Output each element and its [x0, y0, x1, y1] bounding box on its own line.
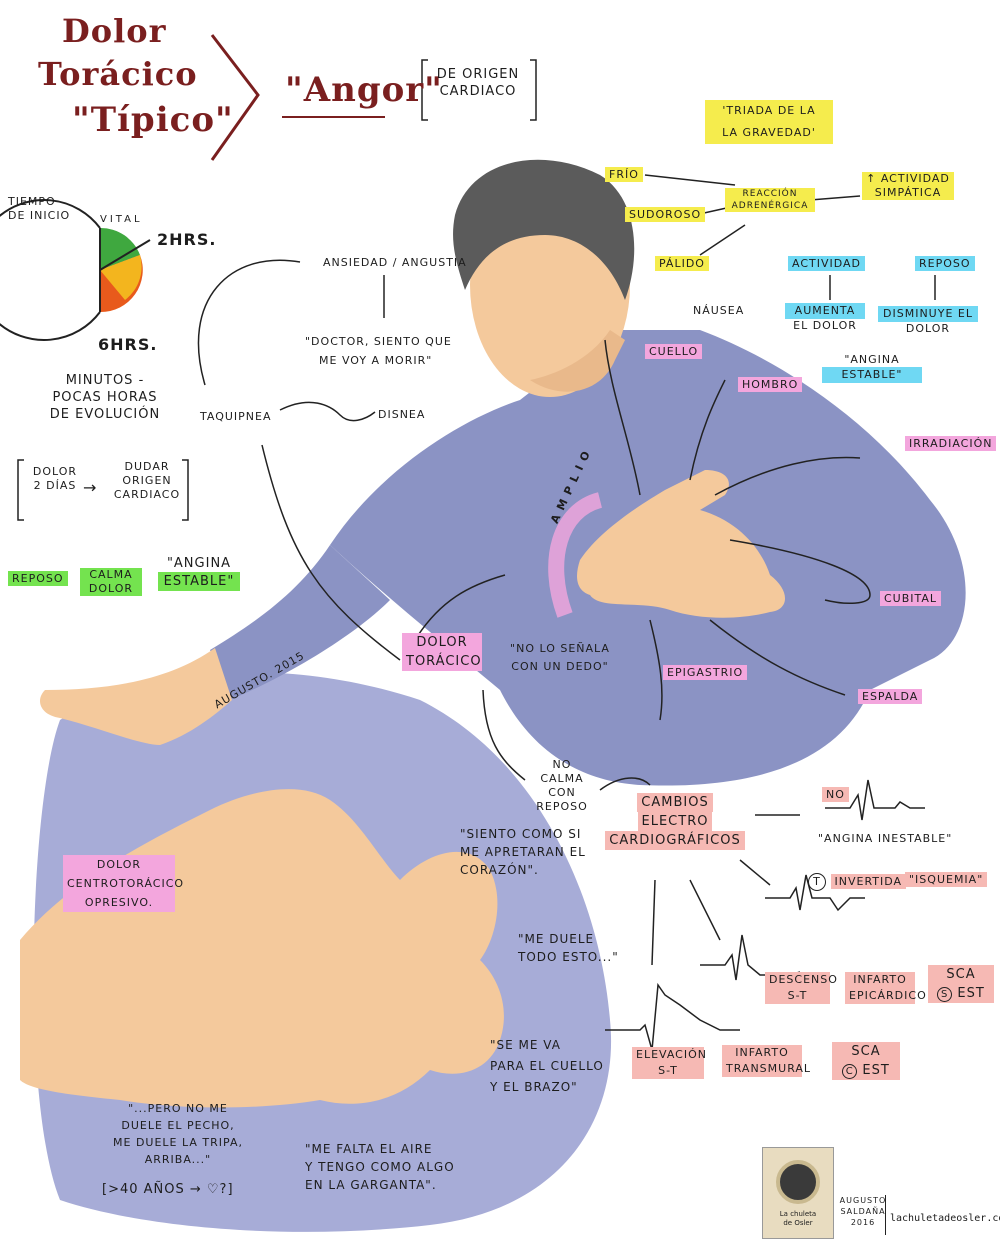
origin-bracket-left — [421, 59, 428, 121]
sca-sest: SCA S EST — [928, 965, 994, 1003]
title-line2: Torácico — [38, 55, 198, 93]
aumenta-dolor: Aumentael dolor — [785, 303, 865, 333]
triada-label: 'Triada de lala gravedad' — [705, 100, 833, 144]
espalda-label: Espalda — [858, 689, 923, 704]
angina-estable-right: "Anginaestable" — [822, 353, 922, 383]
reposo-right: Reposo — [915, 256, 975, 271]
calma-dolor: Calmadolor — [80, 568, 142, 596]
reposo-left: Reposo — [8, 571, 68, 586]
dolor-2dias: Dolor2 días — [32, 465, 78, 492]
dolor-toracico-label: Dolortorácico — [402, 633, 482, 671]
elevacion-st: ElevaciónS-T — [632, 1047, 706, 1079]
arrow-right-icon: → — [83, 478, 98, 497]
author-label: AugustoSaldaña2016 — [839, 1196, 887, 1227]
clock-2hrs: 2hrs. — [157, 230, 217, 249]
siento-quote: "Siento como sime apretaran elcorazón". — [460, 827, 586, 877]
amplio-arc — [548, 492, 603, 618]
actividad-simpatica: ↑ Actividadsimpática — [862, 172, 954, 200]
clock-label: Tiempode inicio — [8, 195, 71, 222]
cuello-label: Cuello — [645, 344, 703, 359]
hombro-label: Hombro — [738, 377, 803, 392]
ansiedad-label: Ansiedad / angustia — [323, 256, 467, 269]
cubital-label: Cubital — [880, 591, 942, 606]
eye-icon — [776, 1160, 820, 1204]
clock-vital: VITAL — [100, 214, 143, 225]
left-arm — [40, 648, 232, 745]
origin-label: De origenCardiaco — [436, 67, 520, 99]
actividad-label: Actividad — [788, 256, 866, 271]
no-label: No — [822, 787, 849, 802]
infarto-transmural: Infartotransmural — [722, 1045, 810, 1077]
t-invertida: T invertida — [808, 873, 907, 891]
dolor-centrotoracico: Dolorcentrotorácicoopresivo. — [63, 855, 183, 912]
mayor-40-label: [>40 años → ♡?] — [102, 1182, 234, 1197]
neck — [530, 330, 625, 392]
se-me-va-quote: "Se me vapara el cuelloy el brazo" — [490, 1038, 604, 1094]
doctor-quote: "Doctor, siento queme voy a morir" — [305, 335, 452, 367]
disminuye-dolor: Disminuye eldolor — [878, 306, 978, 336]
falta-aire-quote: "Me falta el airey tengo como algoen la … — [305, 1142, 455, 1192]
site-link[interactable]: lachuletadeosler.com — [890, 1213, 1000, 1224]
epigastrio-label: Epigastrio — [663, 665, 748, 680]
cambios-ecg: Cambios electro cardiográficos — [605, 793, 745, 850]
nausea-label: Náusea — [693, 304, 745, 317]
frio-label: Frío — [605, 167, 643, 182]
title-line1: Dolor — [62, 12, 167, 50]
title-line3: "Típico" — [72, 100, 234, 140]
flow-arrows — [197, 174, 936, 966]
disnea-label: Disnea — [378, 408, 426, 421]
no-lo-senala-quote: "No lo señalacon un dedo" — [510, 642, 610, 673]
dudar-label: Dudarorigencardiaco — [113, 460, 181, 501]
clock-icon — [0, 199, 151, 341]
hair — [453, 159, 635, 300]
pero-no-me-quote: "...Pero no meduele el pecho,me duele la… — [113, 1102, 243, 1166]
origin-bracket-right — [530, 59, 537, 121]
palido-label: Pálido — [655, 256, 709, 271]
taquipnea-label: Taquipnea — [200, 410, 272, 423]
me-duele-quote: "Me dueletodo esto..." — [518, 932, 619, 964]
left-arm-sleeve — [210, 545, 390, 700]
angina-estable-left: "Anginaestable" — [158, 555, 240, 591]
title-chevron — [210, 34, 260, 161]
angor-label: "Angor" — [285, 70, 443, 110]
sca-cest: SCA C EST — [832, 1042, 900, 1080]
infarto-epicardico: Infartoepicárdico — [845, 972, 926, 1004]
reaccion-adrenergica: Reacciónadrenérgica — [725, 188, 815, 212]
irradiacion-label: Irradiación — [905, 436, 997, 451]
sudoroso-label: Sudoroso — [625, 207, 706, 222]
minutos-label: Minutos -pocas horasde evolución — [49, 373, 161, 422]
footer-divider — [885, 1195, 886, 1235]
angina-inestable: "Angina inestable" — [818, 832, 953, 845]
no-calma-reposo: Nocalmacon reposo — [536, 758, 588, 813]
clock-6hrs: 6hrs. — [98, 335, 158, 354]
isquemia-label: "Isquemia" — [905, 872, 988, 887]
chest-hand — [577, 470, 785, 618]
descenso-st: DescensoS-T — [765, 972, 837, 1004]
